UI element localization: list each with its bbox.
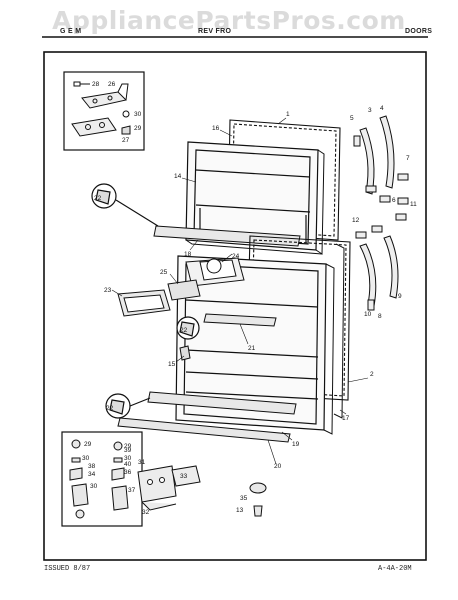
callout-32: 32 xyxy=(142,509,150,516)
callout-25: 25 xyxy=(160,269,168,276)
door-shelf-bar-middle xyxy=(203,313,277,327)
callout-15: 15 xyxy=(168,361,176,368)
callout-19: 19 xyxy=(292,441,300,448)
callout-11: 11 xyxy=(410,201,417,208)
callout-23: 23 xyxy=(104,287,112,294)
callout-8: 8 xyxy=(378,313,382,320)
callout-10: 10 xyxy=(364,311,372,318)
freezer-door-panel xyxy=(185,149,325,255)
callout-9: 9 xyxy=(398,293,402,300)
bottom-hinge-bracket xyxy=(137,465,201,511)
callout-36: 36 xyxy=(124,469,132,476)
callout-17: 17 xyxy=(342,415,350,422)
footer-issued: ISSUED 8/87 xyxy=(44,565,91,573)
callout-22-bottom: 22 xyxy=(106,405,114,412)
callout-21: 21 xyxy=(248,345,256,352)
upper-hinge-part xyxy=(71,81,131,137)
callout-29-left: 29 xyxy=(84,441,92,448)
callout-6: 6 xyxy=(392,197,396,204)
freezer-shelf-bar xyxy=(153,225,301,247)
callout-3: 3 xyxy=(368,107,372,114)
callout-12: 12 xyxy=(352,217,360,224)
callout-29-right: 29 xyxy=(124,443,132,450)
callout-26: 26 xyxy=(108,81,116,88)
callout-13: 13 xyxy=(236,507,244,514)
callout-7: 7 xyxy=(406,155,410,162)
callout-39: 39 xyxy=(124,447,132,454)
callout-18: 18 xyxy=(184,251,192,258)
callout-29-top: 29 xyxy=(134,125,142,132)
callout-5: 5 xyxy=(350,115,354,122)
header-right: DOORS xyxy=(405,28,433,35)
callout-14: 14 xyxy=(174,173,182,180)
egg-tray xyxy=(117,289,171,317)
detail-magnifier-24 xyxy=(206,258,222,274)
callout-33: 33 xyxy=(180,473,188,480)
callout-24: 24 xyxy=(232,253,240,260)
hinge-inset-box xyxy=(63,71,145,151)
callout-20: 20 xyxy=(274,463,282,470)
callout-22-middle: 22 xyxy=(180,327,188,334)
callout-30-right: 30 xyxy=(124,455,132,462)
callout-22-top: 22 xyxy=(94,195,102,202)
detail-magnifier-middle xyxy=(176,316,200,340)
callout-28: 28 xyxy=(92,81,100,88)
callout-31: 31 xyxy=(138,459,146,466)
leader-lines xyxy=(111,117,369,465)
callout-37: 37 xyxy=(128,487,136,494)
fresh-food-door-handle xyxy=(355,213,407,311)
callout-35: 35 xyxy=(240,495,248,502)
detail-magnifier-top xyxy=(91,183,159,227)
header-center: REV FRO xyxy=(198,28,232,35)
callout-27: 27 xyxy=(122,137,130,144)
callout-38: 38 xyxy=(88,463,96,470)
footer-code: A-4A-20M xyxy=(378,565,412,573)
callout-1: 1 xyxy=(286,111,290,118)
detail-magnifier-bottom xyxy=(105,393,151,419)
shelf-retainer-clip xyxy=(179,345,191,361)
header-left: G E M xyxy=(60,28,82,35)
callout-4: 4 xyxy=(380,105,384,112)
lower-hinge-parts xyxy=(69,439,129,519)
callout-16: 16 xyxy=(212,125,220,132)
plug-and-screw xyxy=(249,482,267,517)
callout-40: 40 xyxy=(124,461,132,468)
callout-2: 2 xyxy=(370,371,374,378)
fresh-food-door-edge xyxy=(323,243,345,435)
freezer-door-handle xyxy=(353,115,409,205)
diagram-frame xyxy=(43,51,427,561)
callout-30-left-b: 30 xyxy=(90,483,98,490)
callout-30-left-a: 30 xyxy=(82,455,90,462)
door-shelf-bar-bottom xyxy=(117,417,291,443)
callout-34: 34 xyxy=(88,471,96,478)
dairy-door xyxy=(167,279,201,301)
callout-30-top: 30 xyxy=(134,111,142,118)
